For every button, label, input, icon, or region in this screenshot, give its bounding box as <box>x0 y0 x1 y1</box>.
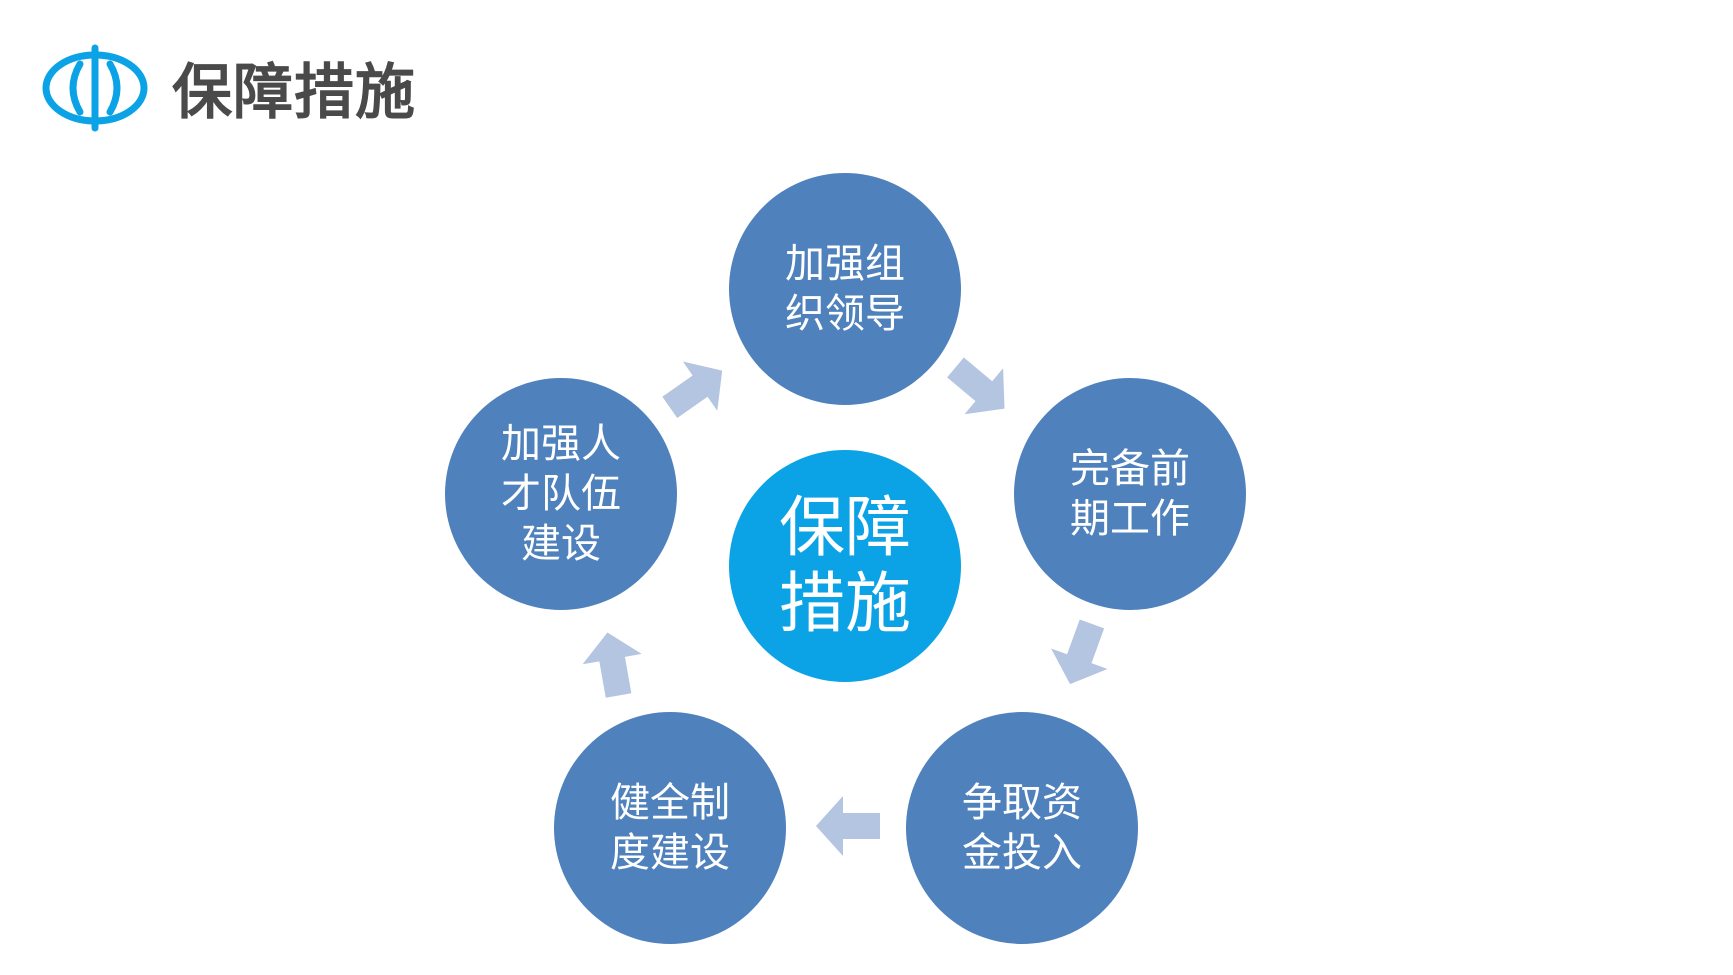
center-node-label: 保障 措施 <box>779 489 911 642</box>
water-ring-logo-icon <box>42 44 148 132</box>
center-node: 保障 措施 <box>729 450 961 682</box>
node-preliminary-work: 完备前 期工作 <box>1014 378 1246 610</box>
arrow-icon <box>582 632 642 698</box>
node-label: 加强组 织领导 <box>785 241 905 337</box>
node-label: 争取资 金投入 <box>962 780 1082 876</box>
node-label: 加强人 才队伍 建设 <box>501 421 621 567</box>
arrow-icon <box>1051 619 1108 685</box>
node-funding-input: 争取资 金投入 <box>906 712 1138 944</box>
node-organize-leadership: 加强组 织领导 <box>729 173 961 405</box>
page-title: 保障措施 <box>172 58 416 128</box>
arrow-icon <box>947 357 1005 415</box>
node-system-building: 健全制 度建设 <box>554 712 786 944</box>
node-label: 完备前 期工作 <box>1070 446 1190 542</box>
node-label: 健全制 度建设 <box>610 780 730 876</box>
arrow-icon <box>662 361 723 419</box>
arrow-icon <box>816 796 880 856</box>
node-talent-team: 加强人 才队伍 建设 <box>445 378 677 610</box>
